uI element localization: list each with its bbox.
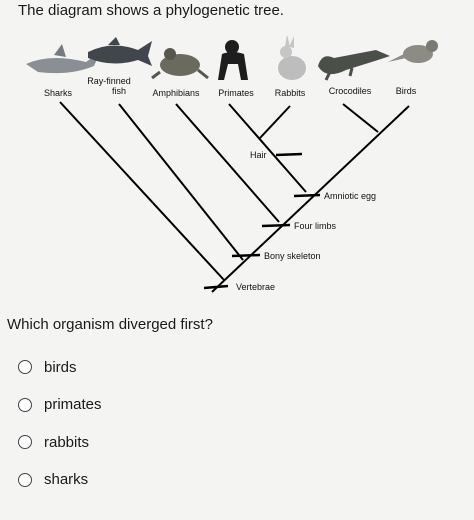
- choice-label: primates: [44, 396, 102, 413]
- taxon-label-line-1: Ray-finned: [87, 76, 131, 86]
- taxon-label: Sharks: [44, 88, 73, 98]
- trait-label: Hair: [250, 150, 267, 160]
- trait-label: Vertebrae: [236, 282, 275, 292]
- taxon-label: Birds: [396, 86, 417, 96]
- branch-crocodiles: [342, 103, 379, 133]
- trait-label: Amniotic egg: [324, 191, 376, 201]
- branch-ray-finned-fish: [118, 103, 244, 261]
- trait-label: Four limbs: [294, 221, 337, 231]
- choice-label: birds: [44, 358, 77, 376]
- shark-image: [26, 44, 100, 74]
- trait-mark-hair: [275, 152, 303, 157]
- answer-choices: birds primates rabbits sharks: [18, 356, 102, 506]
- taxon-label: Crocodiles: [329, 86, 372, 96]
- radio-button[interactable]: [18, 360, 32, 374]
- taxon-label-line: Sharks: [44, 88, 73, 98]
- question-text: Which organism diverged first?: [7, 316, 213, 333]
- choice-label: rabbits: [44, 433, 90, 451]
- rabbit-image: [278, 34, 306, 80]
- choice-sharks[interactable]: sharks: [18, 469, 102, 491]
- trait-mark-vertebrae: [203, 284, 229, 290]
- taxon-label: Primates: [218, 88, 254, 98]
- tree-trunk: [211, 105, 410, 293]
- branch-sharks: [59, 101, 225, 281]
- radio-button[interactable]: [18, 435, 32, 449]
- radio-button[interactable]: [18, 472, 32, 487]
- taxon-label: Amphibians: [152, 88, 200, 98]
- amphibian-image: [151, 48, 209, 80]
- choice-rabbits[interactable]: rabbits: [18, 431, 102, 453]
- taxon-label: Rabbits: [275, 88, 306, 98]
- ray-finned-fish-image: [88, 37, 152, 66]
- choice-birds[interactable]: birds: [18, 356, 102, 378]
- choice-primates[interactable]: primates: [18, 394, 102, 416]
- branch-primates: [228, 103, 307, 193]
- tree-branches: [59, 101, 410, 293]
- taxon-label-line-2: fish: [112, 86, 126, 96]
- trait-label: Bony skeleton: [264, 251, 321, 261]
- trait-mark-amniotic-egg: [293, 193, 321, 198]
- radio-button[interactable]: [18, 397, 32, 412]
- branch-rabbits: [259, 105, 291, 139]
- intro-text: The diagram shows a phylogenetic tree.: [18, 2, 284, 19]
- trait-marks: [203, 152, 321, 290]
- choice-label: sharks: [44, 471, 89, 488]
- bird-image: [388, 40, 438, 63]
- trait-mark-four-limbs: [261, 223, 291, 228]
- crocodile-image: [318, 50, 390, 81]
- primate-image: [218, 40, 248, 80]
- branch-amphibians: [175, 103, 280, 223]
- trait-mark-bony-skeleton: [231, 253, 261, 258]
